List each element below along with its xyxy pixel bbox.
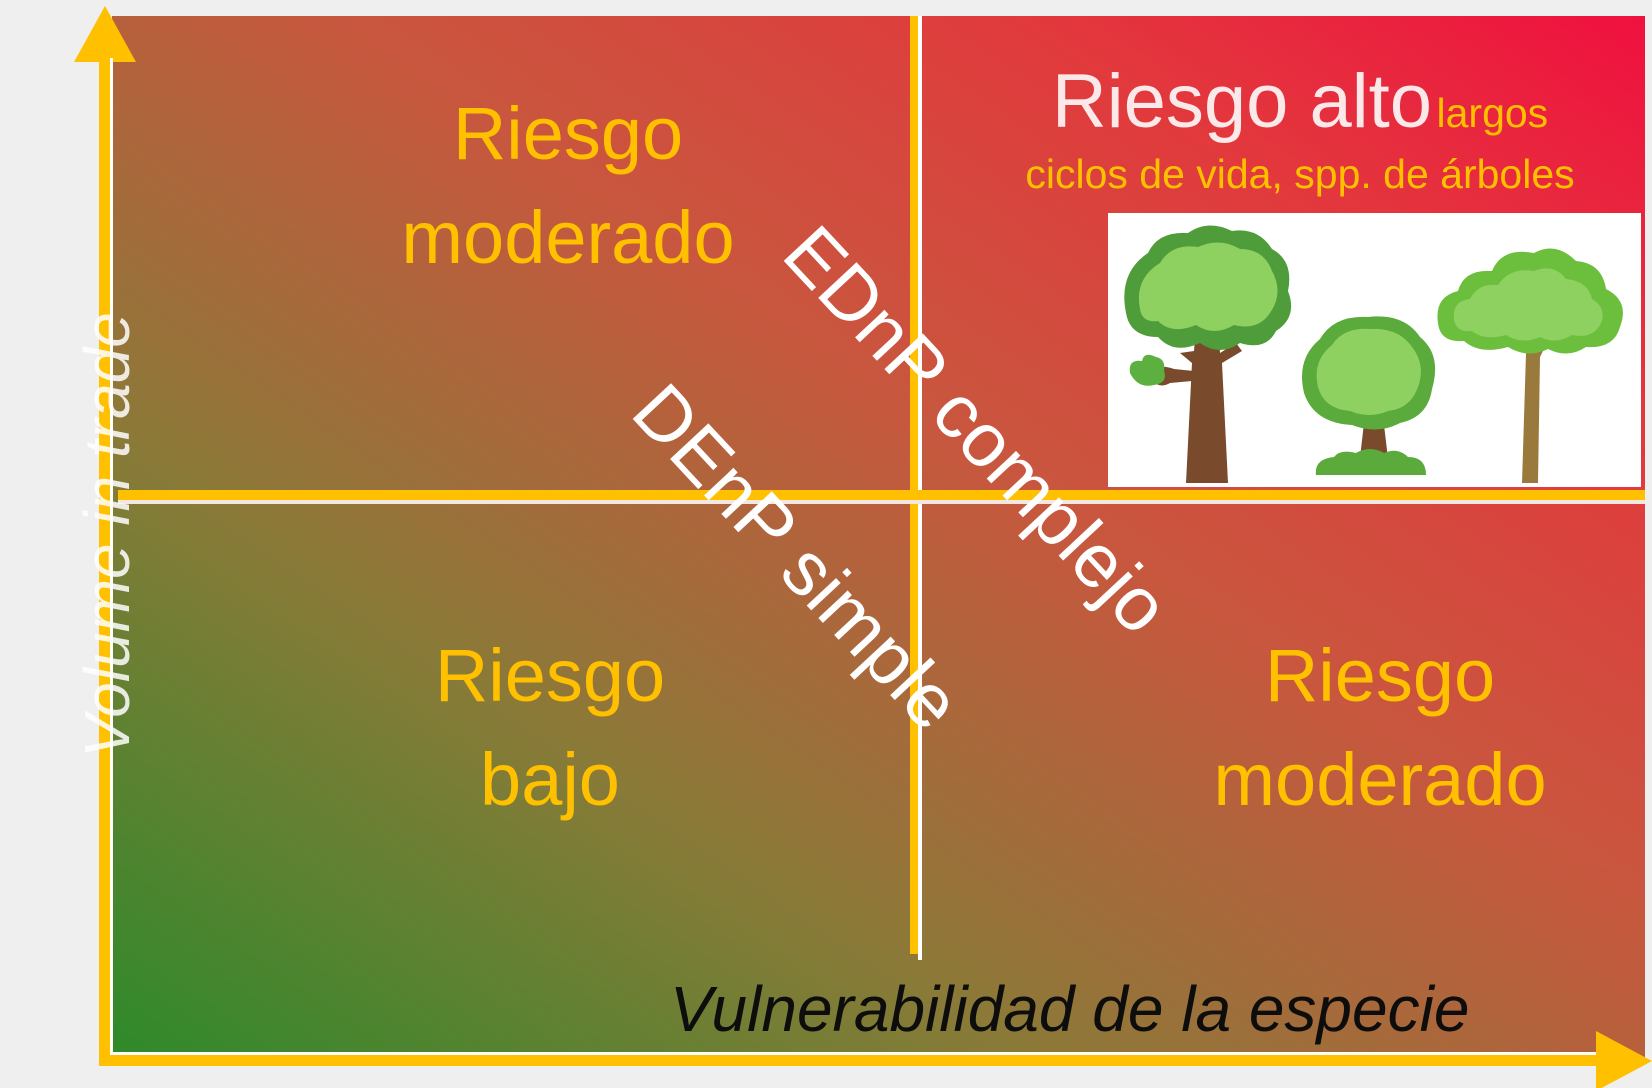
vertical-divider	[910, 16, 918, 954]
quadrant-bottom-right-line1: Riesgo	[1264, 634, 1496, 717]
horizontal-divider	[118, 490, 1645, 500]
trees-illustration	[1108, 213, 1641, 487]
quadrant-top-left-line2: moderado	[401, 196, 735, 279]
quadrant-bottom-right-label: Riesgo moderado	[1170, 624, 1590, 832]
quadrant-bottom-left-line1: Riesgo	[434, 634, 666, 717]
quadrant-top-left-line1: Riesgo	[452, 92, 684, 175]
trees-illustration-icon	[1124, 225, 1623, 483]
quadrant-top-left-label: Riesgo moderado	[368, 82, 768, 290]
x-axis-label: Vulnerabilidad de la especie	[670, 973, 1470, 1045]
quadrant-top-right-subtitle-inline: largos	[1436, 90, 1549, 136]
quadrant-bottom-left-line2: bajo	[480, 738, 620, 821]
quadrant-bottom-right-line2: moderado	[1213, 738, 1547, 821]
y-axis-label: Volume in trade	[71, 312, 143, 758]
quadrant-bottom-left-label: Riesgo bajo	[350, 624, 750, 832]
y-axis-arrowhead-icon	[74, 6, 136, 62]
vertical-divider-highlight	[918, 16, 922, 960]
x-axis-highlight	[110, 1052, 1600, 1055]
risk-gradient-background	[112, 16, 1645, 1060]
quadrant-top-right-subtitle: ciclos de vida, spp. de árboles	[1025, 151, 1575, 197]
horizontal-divider-highlight	[118, 500, 1645, 504]
y-axis	[99, 58, 110, 1066]
quadrant-top-right-label: Riesgo alto largos ciclos de vida, spp. …	[960, 58, 1640, 202]
x-axis	[99, 1055, 1599, 1066]
quadrant-top-right-title: Riesgo alto	[1051, 59, 1433, 144]
y-axis-highlight	[110, 58, 113, 1066]
x-axis-arrowhead-icon	[1596, 1031, 1652, 1088]
